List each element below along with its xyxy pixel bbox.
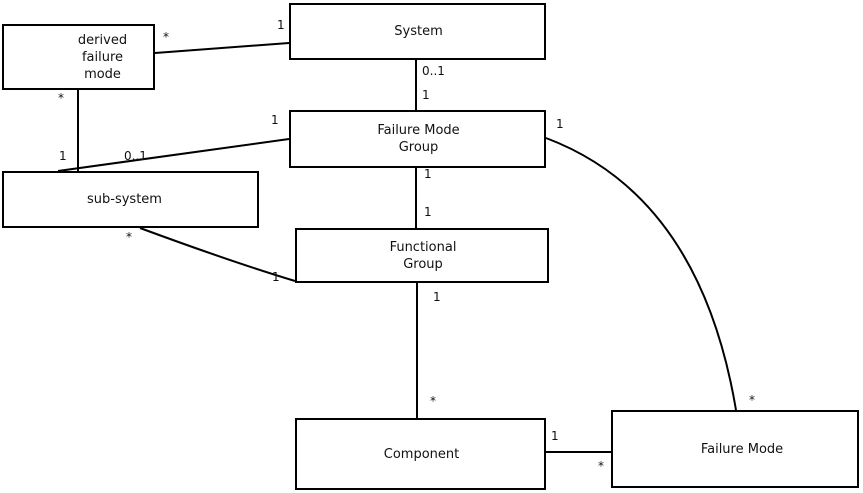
class-box-functional-group[interactable]: Functional Group [295,228,549,283]
multiplicity-failure-mode-to-component: * [598,459,604,473]
class-box-sub-system[interactable]: sub-system [2,171,259,228]
multiplicity-functional-group-to-failure-mode-group: 1 [424,205,432,219]
multiplicity-derived-failure-mode-to-sub-system: * [58,91,64,105]
class-box-derived-failure-mode[interactable]: derived failure mode [2,24,155,90]
class-name-system: System [394,24,443,39]
class-name-failure-mode: Failure Mode [700,441,784,457]
class-name-sub-system: sub-system [87,192,162,207]
class-box-failure-mode-group[interactable]: Failure Mode Group [289,110,546,168]
multiplicity-sub-system-to-failure-mode-group: 0..1 [124,149,147,163]
multiplicity-failure-mode-group-to-system: 1 [422,88,430,102]
class-name-derived-failure-mode: derived failure mode [77,32,128,82]
multiplicity-functional-group-to-sub-system: 1 [272,270,280,284]
multiplicity-failure-mode-group-to-failure-mode: 1 [556,117,564,131]
multiplicity-failure-mode-to-failure-mode-group: * [749,393,755,407]
class-name-functional-group: Functional Group [389,239,457,272]
multiplicity-failure-mode-group-to-sub-system: 1 [271,113,279,127]
class-box-failure-mode[interactable]: Failure Mode [611,410,859,488]
multiplicity-component-to-functional-group: * [430,394,436,408]
multiplicity-functional-group-to-component: 1 [433,290,441,304]
class-name-failure-mode-group: Failure Mode Group [377,123,460,155]
class-box-system[interactable]: System [289,3,546,60]
multiplicity-sub-system-to-derived-failure-mode: 1 [59,149,67,163]
association-sub-system-functional-group [139,227,296,282]
multiplicity-component-to-failure-mode: 1 [551,429,559,443]
multiplicity-system-to-derived-failure-mode: 1 [277,18,285,32]
multiplicity-failure-mode-group-to-functional-group: 1 [424,167,432,181]
multiplicity-system-to-failure-mode-group: 0..1 [422,64,445,78]
class-box-component[interactable]: Component [295,418,546,490]
association-sub-system-failure-mode-group [57,138,290,172]
class-name-component: Component [383,446,460,462]
association-failure-mode-group-failure-mode [545,137,737,411]
multiplicity-derived-failure-mode-to-system: * [163,30,169,44]
association-derived-failure-mode-system [154,42,290,54]
multiplicity-sub-system-to-functional-group: * [126,230,132,244]
